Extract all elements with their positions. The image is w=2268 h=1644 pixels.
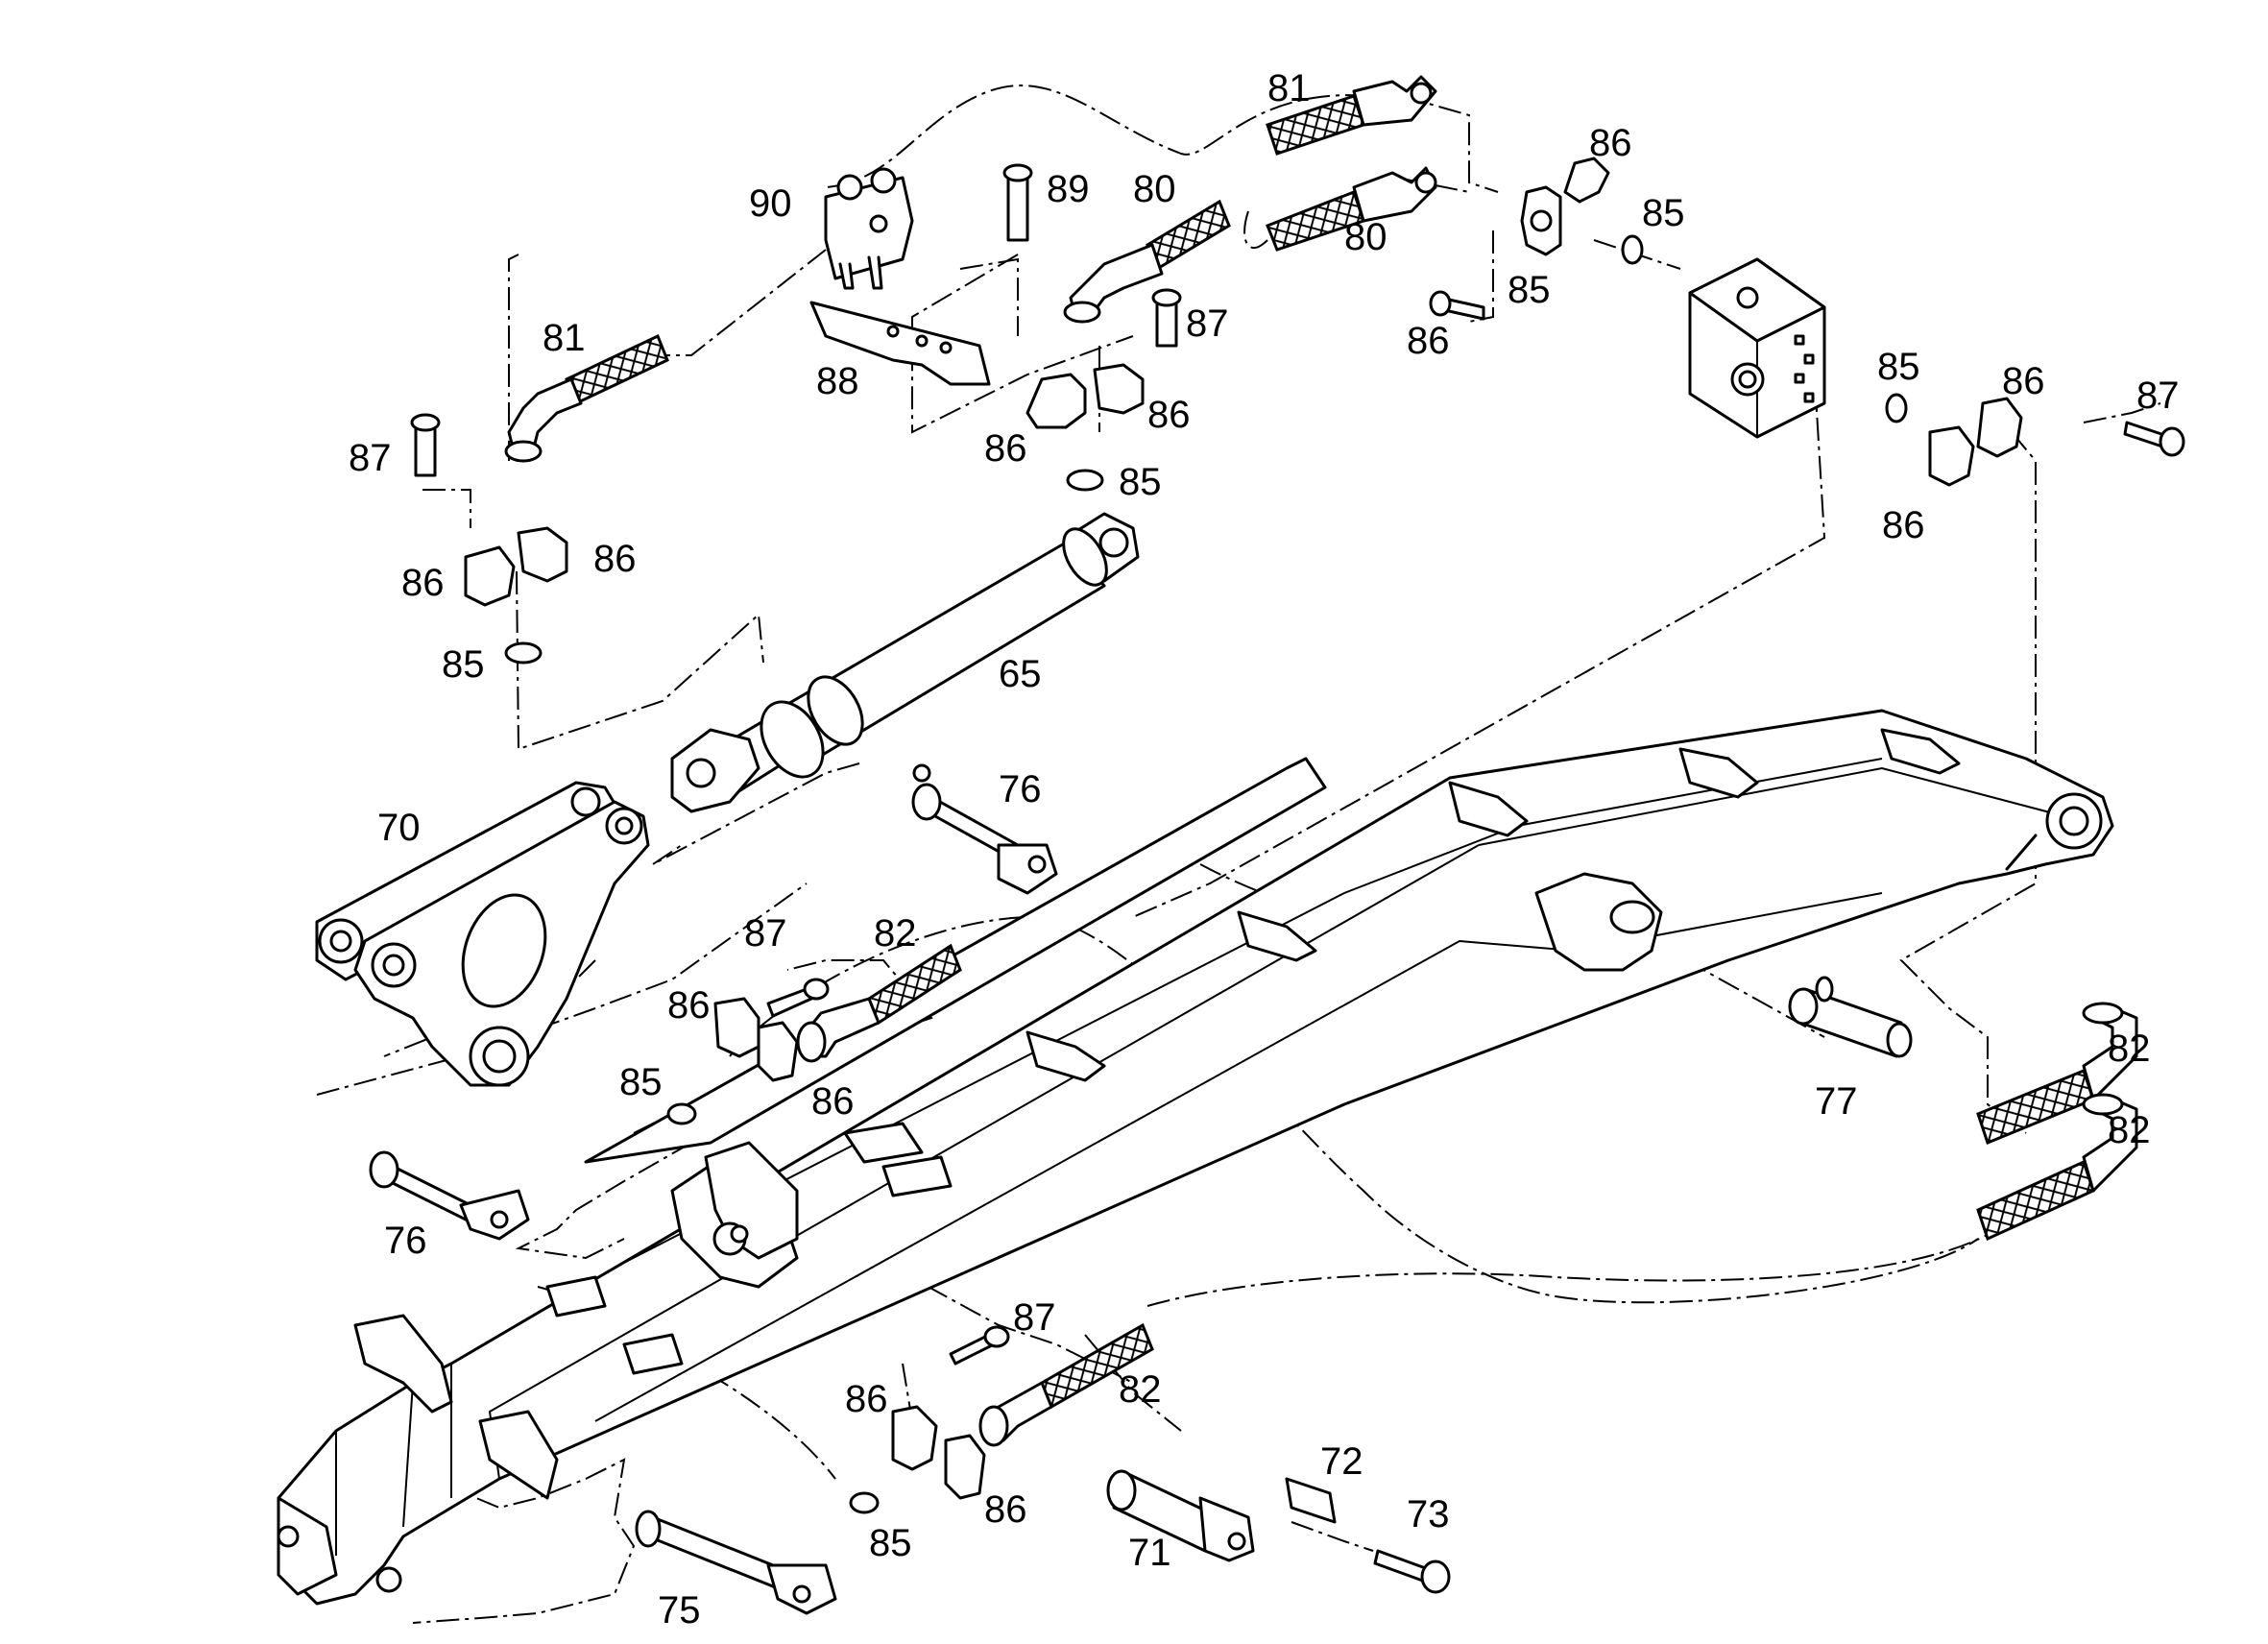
callout-87: 87 — [349, 437, 392, 479]
callout-87: 87 — [2136, 375, 2180, 417]
bolt-89 — [1002, 163, 1033, 242]
callout-85: 85 — [619, 1061, 663, 1103]
valve-block — [1688, 257, 1826, 439]
hose-81-top — [1266, 75, 1437, 156]
clamp-plate-88 — [809, 301, 991, 386]
callout-82: 82 — [2108, 1109, 2151, 1151]
callout-77: 77 — [1815, 1080, 1858, 1123]
callout-76: 76 — [384, 1220, 427, 1262]
hose-clamp-90 — [824, 167, 914, 290]
callout-85: 85 — [1119, 461, 1162, 503]
hose-80-top — [1266, 166, 1437, 252]
o-rings — [504, 234, 1908, 1514]
bolts — [410, 288, 2185, 1594]
callout-72: 72 — [1320, 1440, 1363, 1483]
hose-82-right-top — [1976, 1002, 2138, 1145]
callout-86: 86 — [1407, 320, 1450, 362]
callout-76: 76 — [999, 768, 1042, 810]
cylinder-65 — [670, 512, 1140, 813]
callout-86: 86 — [667, 984, 711, 1027]
callout-85: 85 — [1877, 346, 1920, 388]
callout-81: 81 — [1267, 67, 1311, 109]
callout-86: 86 — [1147, 394, 1191, 436]
hose-82-lower — [978, 1322, 1154, 1447]
callout-86: 86 — [984, 427, 1027, 470]
callout-82: 82 — [1119, 1368, 1162, 1411]
callout-65: 65 — [999, 653, 1042, 695]
callout-80: 80 — [1133, 168, 1176, 210]
callout-82: 82 — [2108, 1028, 2151, 1070]
callout-87: 87 — [744, 912, 787, 955]
hose-82-right-bottom — [1976, 1093, 2138, 1242]
callout-86: 86 — [811, 1080, 855, 1123]
callout-86: 86 — [1589, 122, 1632, 164]
callout-86: 86 — [593, 538, 637, 580]
pin-71 — [1106, 1469, 1255, 1562]
callout-70: 70 — [377, 807, 421, 849]
callout-87: 87 — [1013, 1296, 1056, 1339]
hose-80-mid — [1063, 199, 1231, 324]
callout-86: 86 — [401, 562, 445, 604]
callout-85: 85 — [1508, 269, 1551, 311]
callout-71: 71 — [1128, 1532, 1171, 1574]
callout-88: 88 — [816, 360, 859, 402]
lock-plate-72 — [1285, 1477, 1337, 1524]
callout-85: 85 — [869, 1522, 912, 1564]
callout-90: 90 — [749, 182, 792, 225]
callout-86: 86 — [845, 1378, 888, 1420]
callout-82: 82 — [874, 912, 917, 955]
pin-75 — [635, 1510, 837, 1615]
link-bracket-70 — [315, 781, 650, 1087]
callout-81: 81 — [543, 317, 586, 359]
pin-77 — [1788, 976, 1913, 1058]
hose-81-left — [504, 333, 669, 463]
callout-86: 86 — [984, 1488, 1027, 1531]
callout-80: 80 — [1344, 216, 1387, 258]
callout-labels: 81 90 89 80 80 86 85 85 86 81 88 87 86 8… — [349, 67, 2180, 1632]
callout-85: 85 — [1642, 192, 1685, 234]
flange-halves — [464, 157, 2023, 1500]
callout-75: 75 — [658, 1589, 701, 1632]
pin-76-left — [369, 1150, 530, 1241]
callout-86: 86 — [1882, 504, 1925, 546]
callout-73: 73 — [1407, 1493, 1450, 1535]
callout-85: 85 — [442, 643, 485, 686]
callout-89: 89 — [1047, 168, 1090, 210]
callout-87: 87 — [1186, 302, 1229, 345]
pin-76-top — [911, 763, 1058, 895]
callout-86: 86 — [2002, 360, 2045, 402]
hose-82-mid — [796, 943, 962, 1063]
